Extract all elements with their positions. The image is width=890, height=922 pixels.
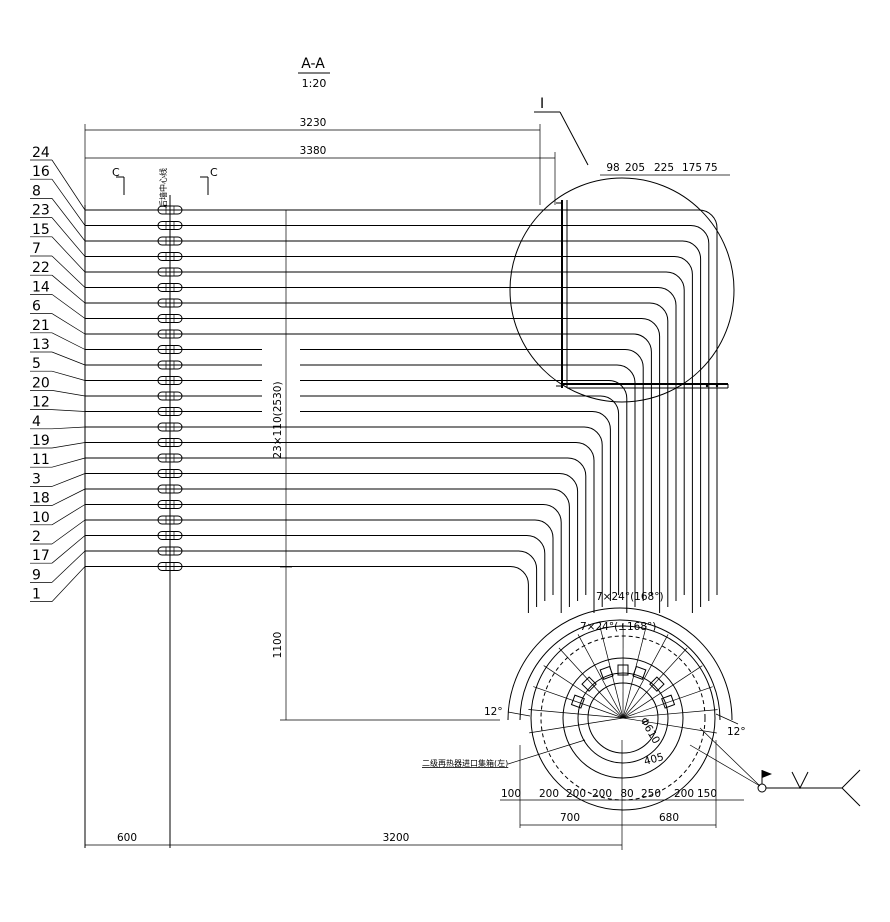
svg-text:80: 80 xyxy=(620,788,633,800)
svg-text:205: 205 xyxy=(625,162,645,174)
scale-label: 1:20 xyxy=(302,77,327,90)
svg-text:C: C xyxy=(210,166,218,179)
tube xyxy=(85,411,611,601)
pitch-dimension: 23×110(2530) 1100 xyxy=(272,209,500,721)
tube xyxy=(85,333,652,595)
tube xyxy=(85,473,579,601)
angle-label-a: 7×24°(168°) xyxy=(596,591,664,603)
dim-680: 680 xyxy=(659,812,679,824)
dim-3380: 3380 xyxy=(300,145,327,157)
tube-label: 20 xyxy=(32,375,50,391)
tube-label: 7 xyxy=(32,241,41,257)
svg-text:200: 200 xyxy=(674,788,694,800)
tube xyxy=(85,364,636,607)
header-label: 二级再热器进口集箱(左) xyxy=(422,758,508,768)
svg-text:150: 150 xyxy=(697,788,717,800)
svg-text:C: C xyxy=(112,166,120,179)
tube xyxy=(85,442,595,613)
svg-text:250: 250 xyxy=(641,788,661,800)
tube-label: 12 xyxy=(32,395,50,411)
dim-700: 700 xyxy=(560,812,580,824)
tube xyxy=(85,318,661,613)
section-title: A-A xyxy=(301,56,325,72)
r405-label: 405 xyxy=(643,751,665,768)
tube xyxy=(85,256,693,613)
tube-label: 3 xyxy=(32,471,41,487)
detail-circle xyxy=(509,177,735,403)
tube-label: 23 xyxy=(32,203,50,219)
tube-label-group: 24 16 8 23 15 7 22 14 6 21 13 5 20 12 4 19 11 3 18 10 2 17 9 1 xyxy=(30,145,86,603)
tube xyxy=(85,240,702,607)
detail-dimensions: 98 205 225 175 75 xyxy=(600,162,730,176)
tube-label: 11 xyxy=(32,452,50,468)
elevation-symbol xyxy=(689,727,861,807)
section-c-marks: C C xyxy=(112,166,218,195)
svg-text:225: 225 xyxy=(654,162,674,174)
tube-label: 22 xyxy=(32,260,50,276)
centerline-label: 后墙中心线 xyxy=(158,168,168,208)
tube xyxy=(85,519,554,595)
tube-label: 10 xyxy=(32,510,50,526)
tube-label: 18 xyxy=(32,491,50,507)
tube xyxy=(85,349,644,601)
angle-right-label: 12° xyxy=(727,726,746,738)
dim-3230: 3230 xyxy=(300,117,327,129)
top-dimensions: 3230 3380 xyxy=(84,117,556,210)
svg-text:100: 100 xyxy=(501,788,521,800)
svg-text:200: 200 xyxy=(566,788,586,800)
dim-600: 600 xyxy=(117,832,137,844)
tube xyxy=(85,302,669,607)
tube xyxy=(85,380,628,613)
detail-support xyxy=(556,200,729,389)
tube-label: 9 xyxy=(32,567,41,583)
tube xyxy=(85,395,620,595)
tube-label: 19 xyxy=(32,433,50,449)
bottom-dimensions: 100 200 200 200 80 250 200 150 700 680 6… xyxy=(85,740,744,850)
tube-label: 2 xyxy=(32,529,41,545)
angle-left-label: 12° xyxy=(484,706,503,718)
dim-1100: 1100 xyxy=(272,632,284,659)
tube xyxy=(85,457,587,595)
svg-text:200: 200 xyxy=(592,788,612,800)
tube xyxy=(85,287,677,601)
header-assembly: Φ610 405 7×24°(168°) 7×24°(±168°) 12° 12… xyxy=(484,591,746,811)
svg-text:175: 175 xyxy=(682,162,702,174)
dim-3200: 3200 xyxy=(383,832,410,844)
tube xyxy=(85,225,710,601)
tube-label: 8 xyxy=(32,183,41,199)
tube xyxy=(85,566,529,613)
tube xyxy=(85,550,538,607)
tube-label: 5 xyxy=(32,356,41,372)
detail-label: I xyxy=(540,96,544,112)
tube-label: 16 xyxy=(32,164,50,180)
tube xyxy=(85,504,562,613)
tube-bank xyxy=(85,209,718,613)
tube-label: 13 xyxy=(32,337,50,353)
svg-text:75: 75 xyxy=(704,162,717,174)
tube xyxy=(85,271,685,595)
angle-label-b: 7×24°(±168°) xyxy=(580,621,656,633)
tube-label: 6 xyxy=(32,299,41,315)
tube-label: 15 xyxy=(32,222,50,238)
tube xyxy=(85,488,570,607)
tube-label: 24 xyxy=(32,145,50,161)
tube-label: 1 xyxy=(32,587,41,603)
tube-label: 17 xyxy=(32,548,50,564)
svg-text:98: 98 xyxy=(606,162,619,174)
tube-label: 4 xyxy=(32,414,41,430)
tube xyxy=(85,209,718,595)
tube-label: 14 xyxy=(32,279,50,295)
tube-label: 21 xyxy=(32,318,50,334)
svg-text:200: 200 xyxy=(539,788,559,800)
dim-pitch: 23×110(2530) xyxy=(272,381,284,458)
tube xyxy=(85,426,603,607)
tube xyxy=(85,535,546,601)
